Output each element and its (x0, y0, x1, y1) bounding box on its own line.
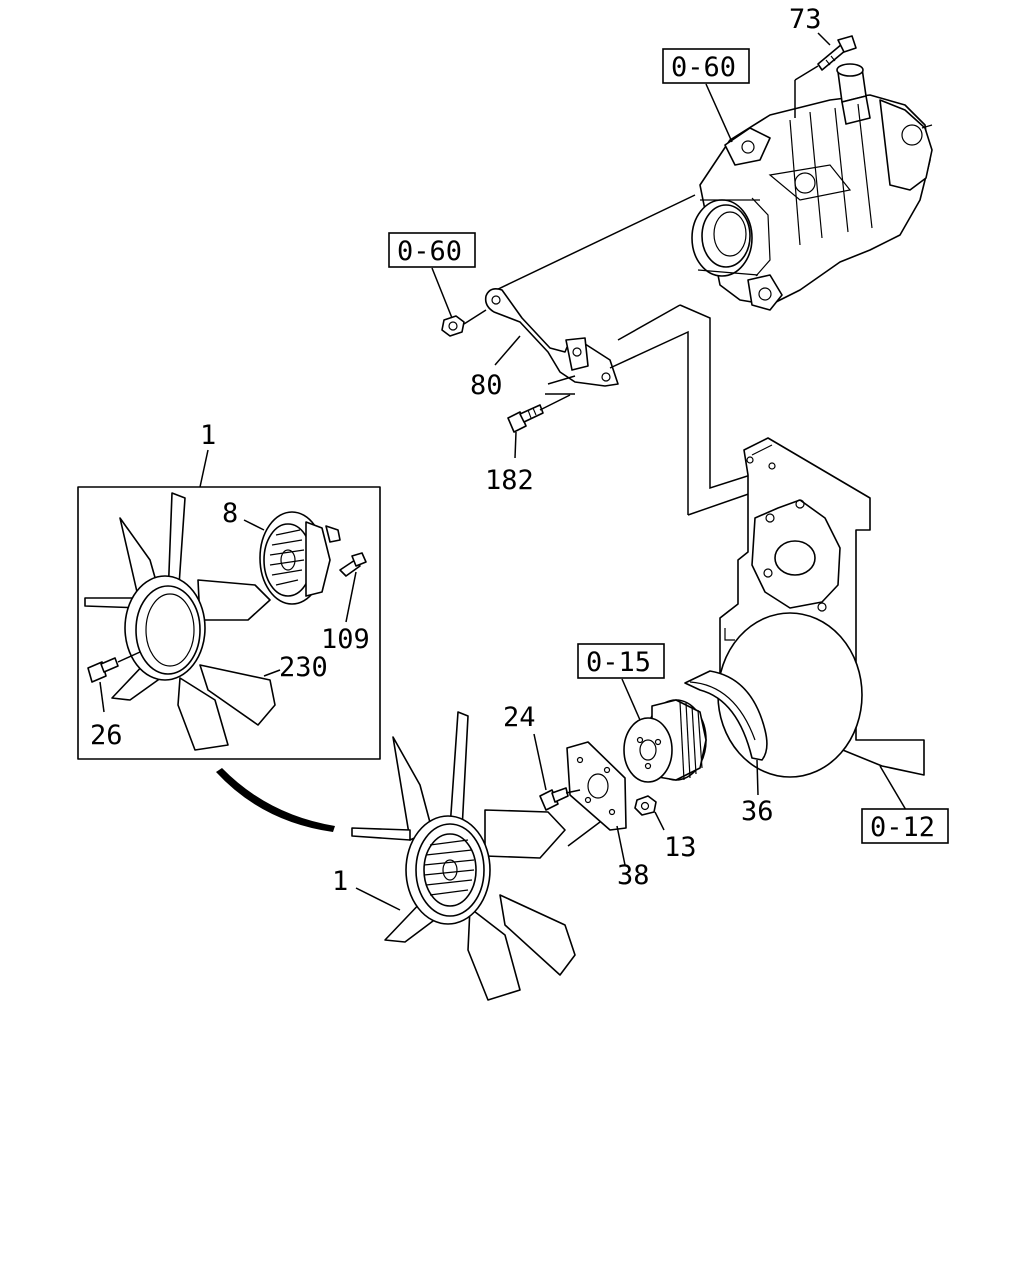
callout-38: 38 (617, 860, 650, 891)
ref-box-0-15 (577, 643, 665, 679)
bracket-icon (484, 288, 619, 387)
ref-box-0-60-bracket-label: 0-60 (397, 236, 462, 267)
ref-box-0-60-alternator-label: 0-60 (671, 52, 736, 83)
callout-73: 73 (789, 4, 822, 35)
callout-109: 109 (321, 624, 370, 655)
bolt-icon (339, 552, 367, 577)
callout-8: 8 (222, 498, 238, 529)
ref-box-0-12-label: 0-12 (870, 812, 935, 843)
callout-13: 13 (664, 832, 697, 863)
nut-icon (634, 795, 657, 816)
callout-26: 26 (90, 720, 123, 751)
callout-24: 24 (503, 702, 536, 733)
ref-box-0-15-label: 0-15 (586, 647, 651, 678)
bolt-icon (507, 404, 544, 433)
pulley-icon (623, 699, 707, 783)
fan-icon (351, 711, 576, 1001)
callout-1-inset: 1 (200, 420, 216, 451)
callout-1-main: 1 (332, 866, 348, 897)
alternator-icon (691, 63, 933, 311)
ref-box-0-60-alternator (662, 48, 750, 84)
fan-icon (84, 492, 276, 751)
bolt-icon (539, 787, 569, 811)
callout-230: 230 (279, 652, 328, 683)
belt-guard (684, 670, 768, 761)
spacer-plate (566, 741, 627, 831)
bolt-icon (817, 35, 857, 71)
callout-182: 182 (485, 465, 534, 496)
ref-box-0-60-bracket (388, 232, 476, 268)
fan-clutch-icon (259, 511, 341, 605)
callout-80: 80 (470, 370, 503, 401)
assembly-arrow (216, 768, 335, 832)
ref-box-0-12 (861, 808, 949, 844)
callout-36: 36 (741, 796, 774, 827)
nut-icon (441, 315, 465, 337)
bolt-icon (87, 657, 119, 683)
